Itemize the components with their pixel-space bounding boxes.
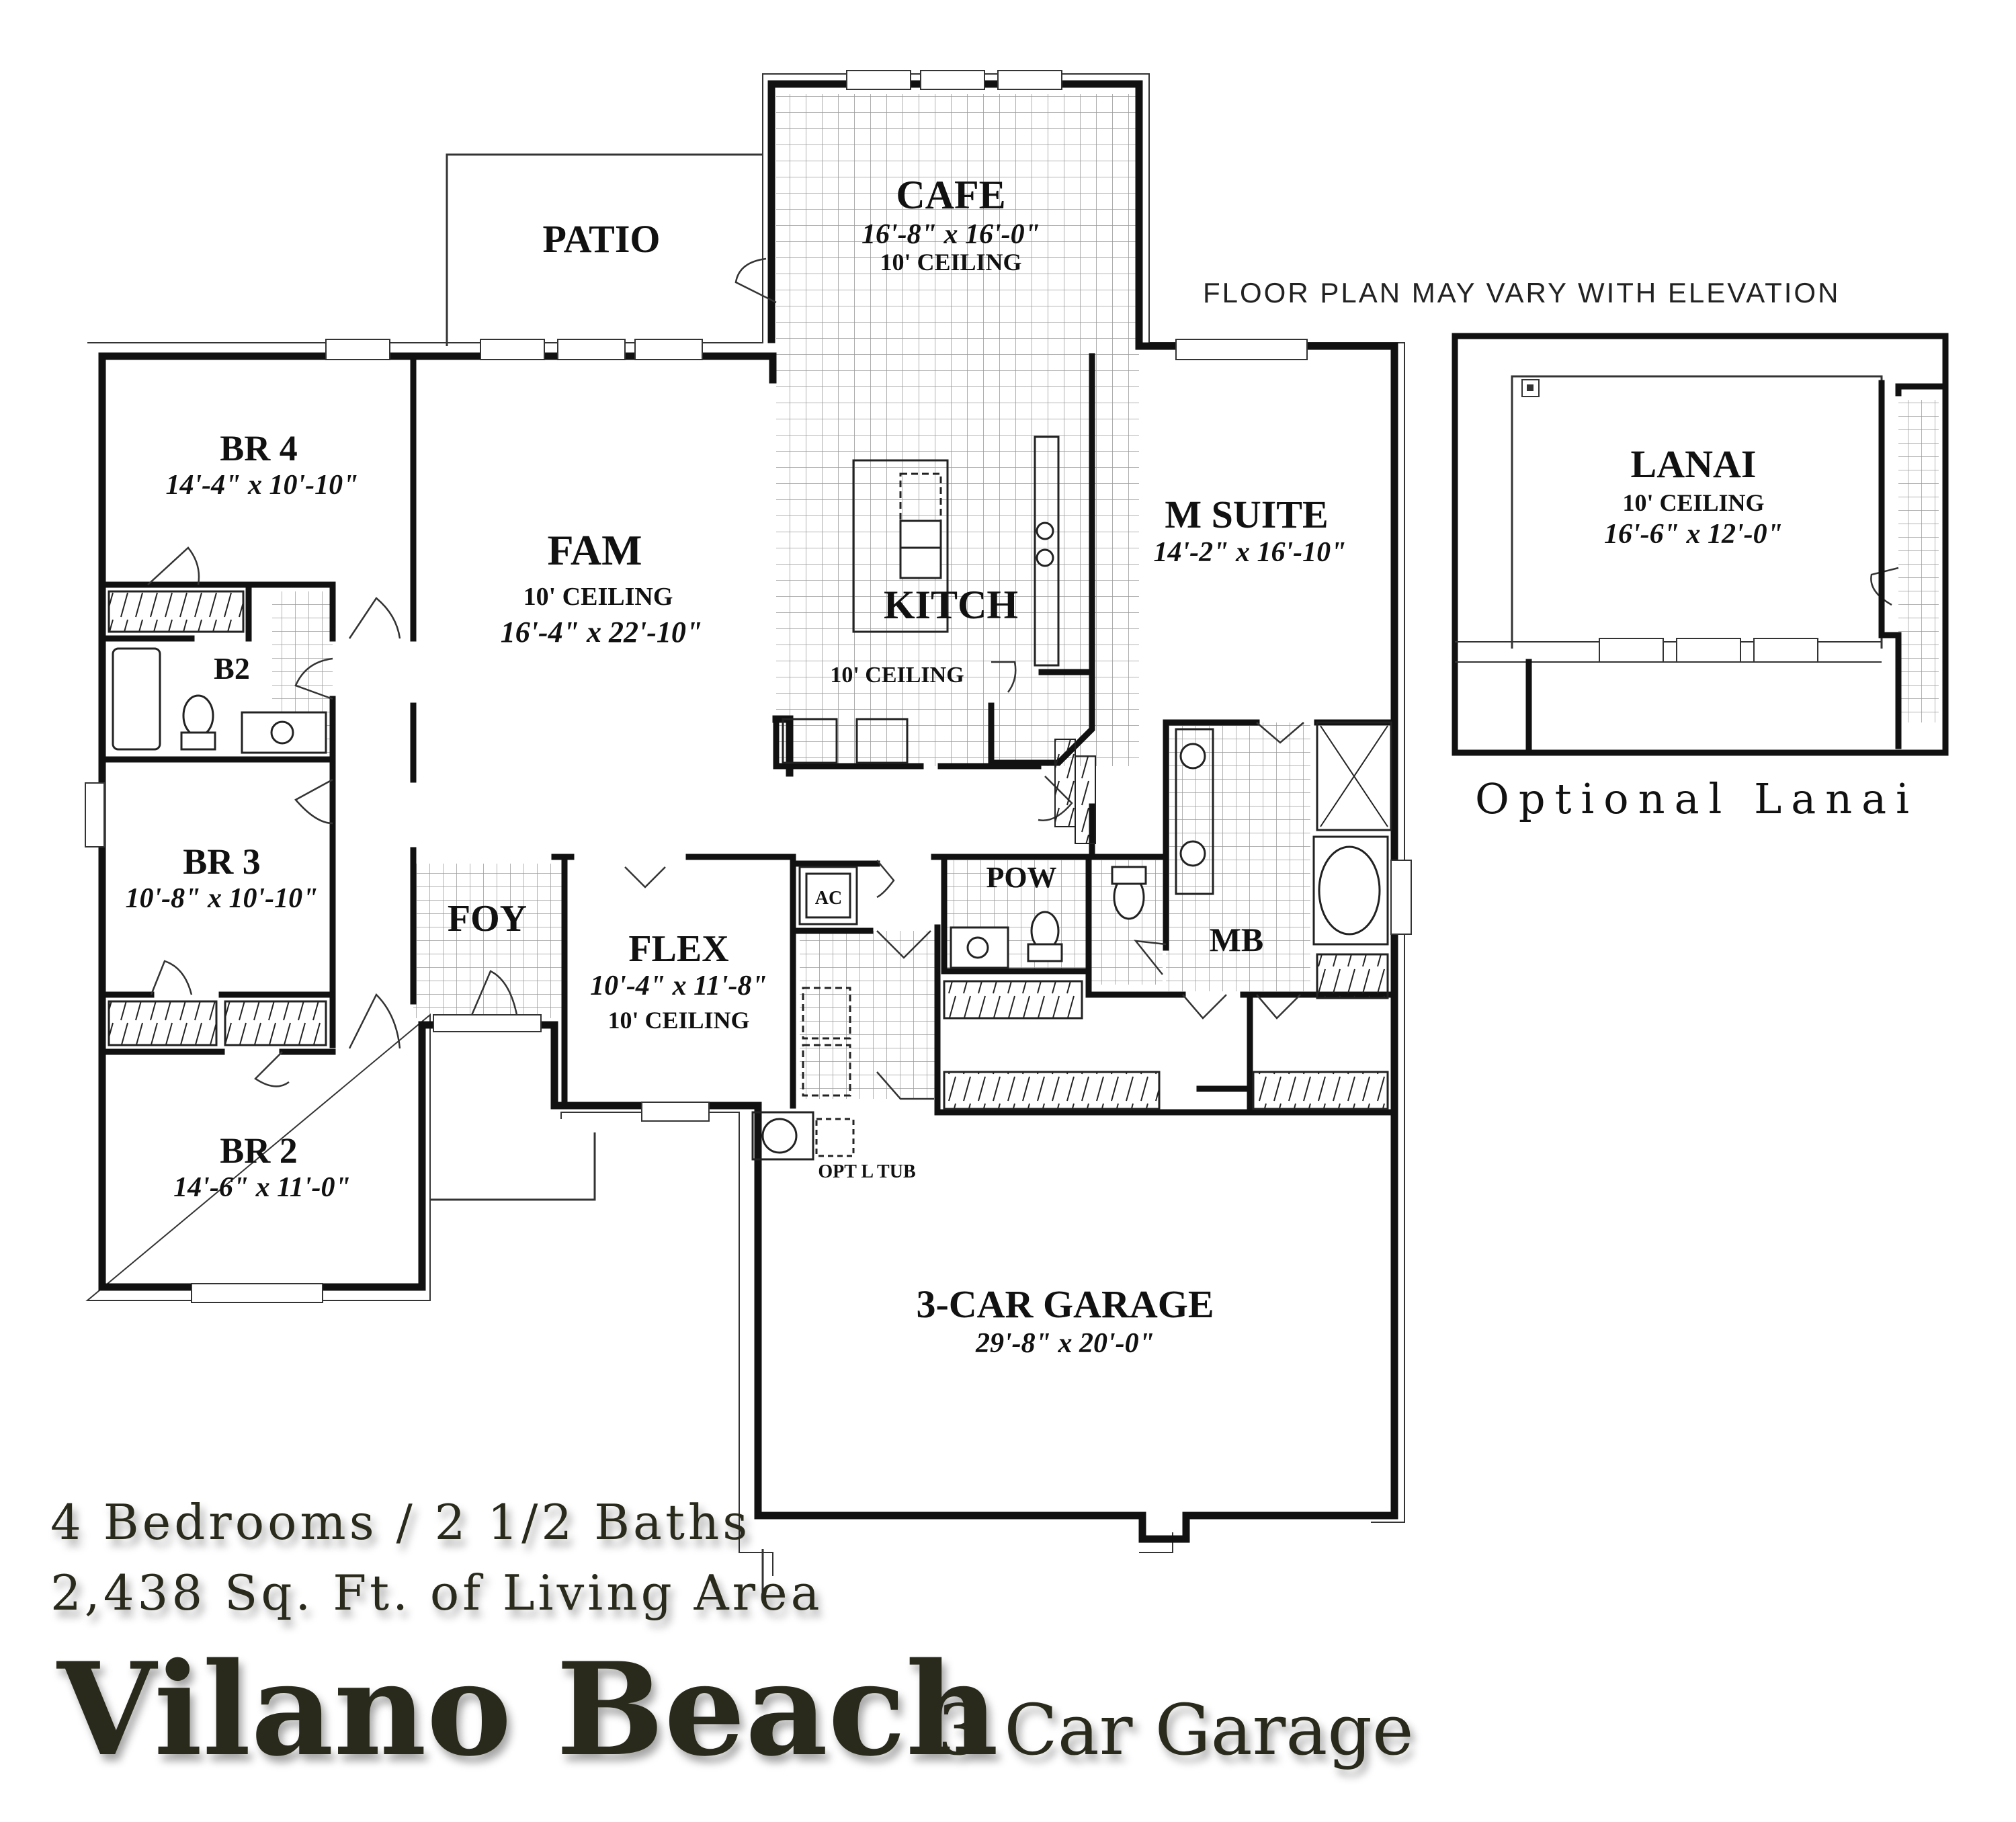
msuite-dimensions: 14'-2" x 16'-10"	[1154, 537, 1347, 568]
br3-dimensions: 10'-8" x 10'-10"	[126, 883, 319, 914]
fam-label: FAM	[548, 526, 642, 574]
br2-dimensions: 14'-6" x 11'-0"	[173, 1172, 351, 1203]
msuite-label: M SUITE	[1165, 493, 1328, 536]
garage-dimensions: 29'-8" x 20'-0"	[975, 1328, 1154, 1359]
windows	[85, 70, 1412, 1303]
beds-baths: 4 Bedrooms / 2 1/2 Baths	[50, 1494, 751, 1550]
floor-plan-note: FLOOR PLAN MAY VARY WITH ELEVATION	[1203, 277, 1840, 308]
foy-label: FOY	[448, 898, 527, 940]
fam-dimensions: 16'-4" x 22'-10"	[501, 616, 703, 649]
doors	[147, 257, 1899, 1100]
plan-subtitle: 3 Car Garage	[937, 1689, 1414, 1771]
plan-summary: 4 Bedrooms / 2 1/2 Baths 2,438 Sq. Ft. o…	[50, 1494, 1414, 1784]
optional-lanai-diagram	[1452, 333, 1949, 756]
opt-tub-label: OPT L TUB	[818, 1161, 915, 1182]
mb-label: MB	[1210, 921, 1264, 958]
kitch-ceiling: 10' CEILING	[830, 663, 964, 688]
garage-label: 3-CAR GARAGE	[916, 1282, 1214, 1326]
kitch-label: KITCH	[884, 583, 1018, 627]
patio-label: PATIO	[542, 217, 660, 261]
fixtures	[112, 436, 1392, 1161]
flex-ceiling: 10' CEILING	[607, 1007, 749, 1034]
br2-label: BR 2	[220, 1130, 298, 1171]
lanai-label: LANAI	[1631, 442, 1757, 486]
fam-ceiling: 10' CEILING	[523, 583, 673, 611]
cafe-label: CAFE	[896, 173, 1005, 217]
plan-title: Vilano Beach	[56, 1634, 999, 1784]
living-area: 2,438 Sq. Ft. of Living Area	[50, 1565, 823, 1621]
room-labels: PATIO CAFE 16'-8" x 16'-0" 10' CEILING B…	[126, 173, 1783, 1359]
br3-label: BR 3	[183, 841, 261, 882]
optional-lanai-caption: Optional Lanai	[1475, 774, 1919, 823]
closets	[108, 590, 1389, 1110]
b2-label: B2	[214, 651, 250, 686]
patio-outline	[446, 153, 763, 346]
interior-walls	[99, 353, 1398, 1116]
cafe-ceiling: 10' CEILING	[880, 249, 1021, 276]
lanai-dimensions: 16'-6" x 12'-0"	[1604, 519, 1783, 550]
cafe-dimensions: 16'-8" x 16'-0"	[862, 219, 1040, 250]
flex-dimensions: 10'-4" x 11'-8"	[590, 970, 767, 1001]
br4-dimensions: 14'-4" x 10'-10"	[166, 470, 359, 501]
tiled-floors	[272, 94, 1939, 1099]
pow-label: POW	[986, 861, 1056, 894]
flex-label: FLEX	[628, 928, 728, 970]
ac-label: AC	[815, 888, 842, 909]
lanai-ceiling: 10' CEILING	[1622, 489, 1764, 516]
br4-label: BR 4	[220, 428, 298, 468]
entry-porch	[430, 1014, 596, 1201]
